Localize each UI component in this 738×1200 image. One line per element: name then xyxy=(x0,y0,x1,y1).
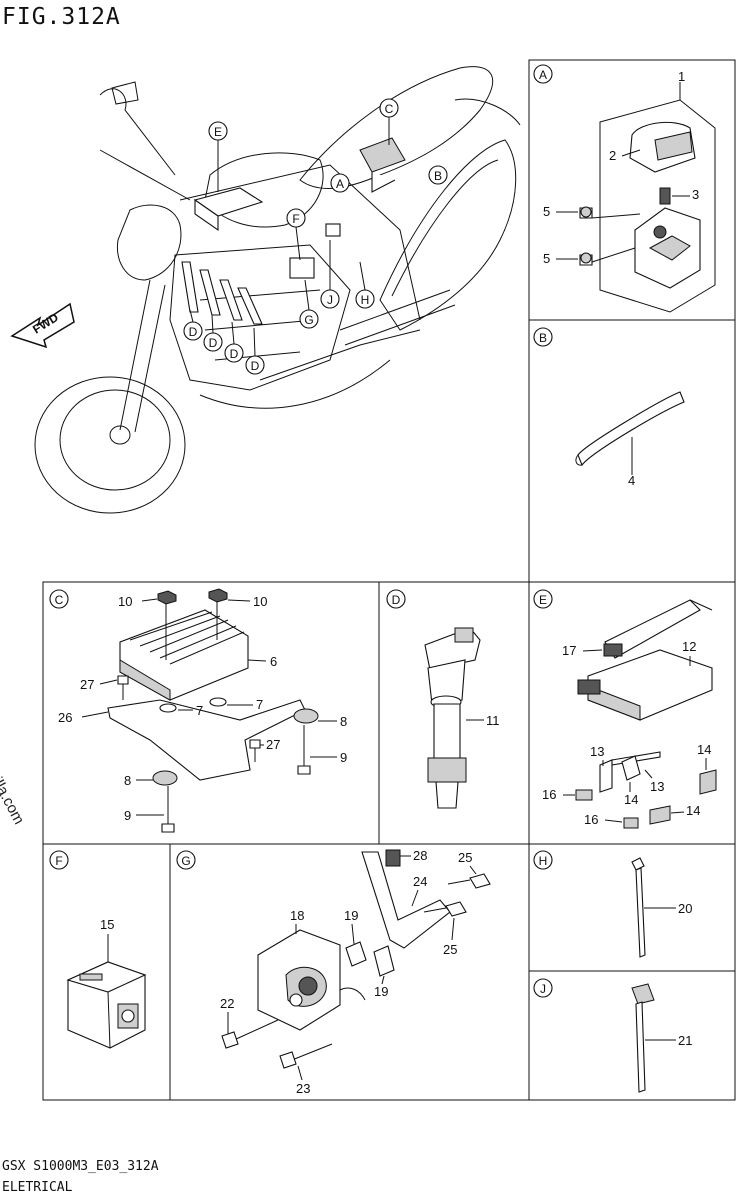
svg-text:A: A xyxy=(539,68,547,82)
svg-text:14: 14 xyxy=(686,803,700,818)
panel-b: B 4 xyxy=(533,327,685,488)
callout-d-4 xyxy=(245,355,265,375)
panel-h: H 20 xyxy=(533,850,692,958)
svg-text:D: D xyxy=(251,359,260,373)
svg-text:25: 25 xyxy=(443,942,457,957)
diagram-code: GSX S1000M3_E03_312A xyxy=(2,1159,159,1174)
svg-text:26: 26 xyxy=(58,710,72,725)
svg-text:9: 9 xyxy=(124,808,131,823)
svg-text:11: 11 xyxy=(486,713,500,728)
panel-j: J 21 xyxy=(533,978,692,1093)
callout-d-3 xyxy=(224,343,244,363)
panel-c: C 10 10 6 27 7 7 xyxy=(49,588,347,833)
svg-text:H: H xyxy=(539,854,548,868)
svg-text:D: D xyxy=(392,593,401,607)
callout-e xyxy=(208,121,228,141)
svg-text:C: C xyxy=(385,102,394,116)
svg-text:13: 13 xyxy=(590,744,604,759)
panel-a: A 1 2 3 5 5 xyxy=(533,64,716,313)
svg-text:B: B xyxy=(434,169,442,183)
svg-text:16: 16 xyxy=(584,812,598,827)
svg-text:6: 6 xyxy=(270,654,277,669)
svg-text:12: 12 xyxy=(682,639,696,654)
svg-text:14: 14 xyxy=(697,742,711,757)
svg-text:F: F xyxy=(292,212,299,226)
svg-text:4: 4 xyxy=(628,473,635,488)
svg-text:7: 7 xyxy=(256,697,263,712)
callout-f xyxy=(286,208,306,228)
svg-text:17: 17 xyxy=(562,643,576,658)
figure-title: FIG.312A xyxy=(2,4,121,30)
svg-text:28: 28 xyxy=(413,848,427,863)
svg-text:F: F xyxy=(55,854,62,868)
svg-text:5: 5 xyxy=(543,204,550,219)
svg-text:D: D xyxy=(209,336,218,350)
svg-text:7: 7 xyxy=(196,703,203,718)
svg-text:13: 13 xyxy=(650,779,664,794)
svg-text:B: B xyxy=(539,331,547,345)
svg-text:G: G xyxy=(181,854,190,868)
svg-text:2: 2 xyxy=(609,148,616,163)
svg-text:H: H xyxy=(361,293,370,307)
forward-arrow: FWD xyxy=(10,302,75,349)
svg-text:G: G xyxy=(304,313,313,327)
svg-text:D: D xyxy=(230,347,239,361)
panel-g: G 28 25 24 18 19 25 19 xyxy=(176,848,491,1096)
callout-d-1 xyxy=(183,321,203,341)
callout-a xyxy=(330,173,350,193)
svg-text:E: E xyxy=(214,125,222,139)
motorcycle-overview xyxy=(34,66,521,514)
panel-d: D 11 xyxy=(386,589,500,809)
svg-text:19: 19 xyxy=(374,984,388,999)
svg-text:14: 14 xyxy=(624,792,638,807)
svg-text:J: J xyxy=(540,982,546,996)
svg-text:C: C xyxy=(55,593,64,607)
svg-text:J: J xyxy=(327,293,333,307)
svg-text:E: E xyxy=(539,593,547,607)
callout-j xyxy=(320,289,340,309)
panel-e: E 17 12 13 14 13 14 16 14 16 xyxy=(533,589,717,829)
svg-text:5: 5 xyxy=(543,251,550,266)
svg-text:20: 20 xyxy=(678,901,692,916)
svg-text:27: 27 xyxy=(266,737,280,752)
callout-b xyxy=(428,165,448,185)
diagram-title: ELETRICAL xyxy=(2,1180,73,1195)
panel-f: F 15 xyxy=(49,850,147,1049)
overview-callouts: E C A B F G J H D D D D xyxy=(183,98,448,375)
svg-text:25: 25 xyxy=(458,850,472,865)
callout-h xyxy=(355,289,375,309)
callout-g xyxy=(299,309,319,329)
svg-text:19: 19 xyxy=(344,908,358,923)
svg-text:27: 27 xyxy=(80,677,94,692)
svg-text:1: 1 xyxy=(678,69,685,84)
svg-text:24: 24 xyxy=(413,874,427,889)
svg-text:18: 18 xyxy=(290,908,304,923)
svg-text:D: D xyxy=(189,325,198,339)
svg-text:23: 23 xyxy=(296,1081,310,1096)
svg-text:21: 21 xyxy=(678,1033,692,1048)
callout-c xyxy=(379,98,399,118)
svg-text:22: 22 xyxy=(220,996,234,1011)
svg-text:15: 15 xyxy=(100,917,114,932)
callout-d-2 xyxy=(203,332,223,352)
svg-text:8: 8 xyxy=(124,773,131,788)
svg-text:9: 9 xyxy=(340,750,347,765)
svg-text:10: 10 xyxy=(253,594,267,609)
svg-text:8: 8 xyxy=(340,714,347,729)
panel-frames xyxy=(42,59,736,1101)
svg-text:16: 16 xyxy=(542,787,556,802)
svg-text:3: 3 xyxy=(692,187,699,202)
svg-text:A: A xyxy=(336,177,344,191)
svg-text:10: 10 xyxy=(118,594,132,609)
